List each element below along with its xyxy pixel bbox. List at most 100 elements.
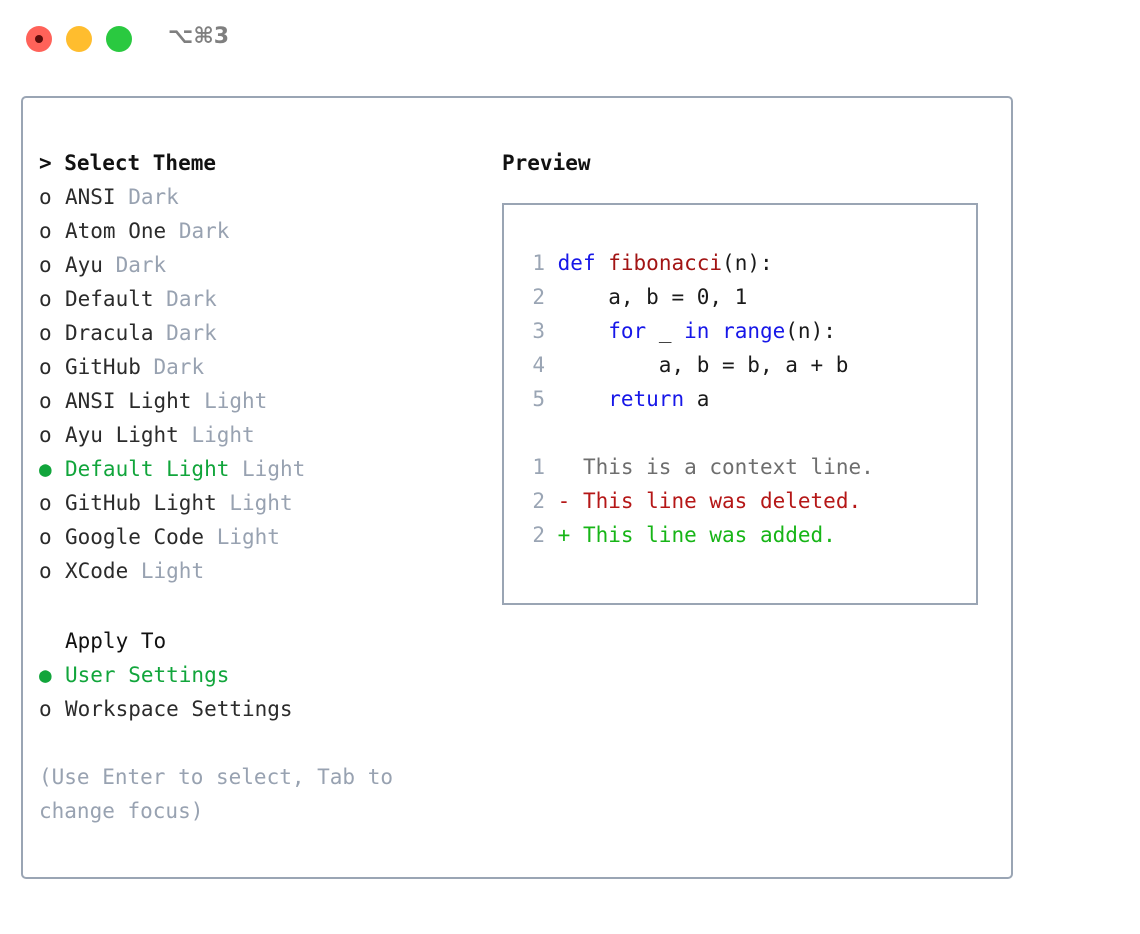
- apply-to-list[interactable]: ● User Settings o Workspace Settings: [39, 658, 469, 726]
- theme-name: ANSI: [65, 185, 116, 209]
- code-text: for _ in range(n):: [558, 319, 836, 343]
- code-line: 1 def fibonacci(n):: [517, 246, 874, 280]
- radio-unselected-icon: o: [39, 355, 52, 379]
- theme-name: Dracula: [65, 321, 154, 345]
- title-bar: ⌥⌘3: [0, 0, 1140, 78]
- diff-content: This line was deleted.: [582, 489, 862, 513]
- theme-category-label: Dark: [128, 185, 179, 209]
- theme-category-label: Dark: [153, 355, 205, 379]
- diff-content: This is a context line.: [582, 455, 874, 479]
- line-number: 5: [532, 387, 545, 411]
- code-line: 3 for _ in range(n):: [517, 314, 874, 348]
- theme-category-label: Dark: [115, 253, 167, 277]
- line-number: 1: [532, 455, 545, 479]
- code-token: def: [557, 251, 596, 275]
- theme-name: GitHub: [65, 355, 141, 379]
- theme-category-label: Dark: [178, 219, 230, 243]
- apply-to-label: Workspace Settings: [65, 697, 293, 721]
- theme-category-label: Light: [140, 559, 205, 583]
- radio-unselected-icon: o: [39, 185, 52, 209]
- code-token: _: [646, 319, 685, 343]
- code-token: return: [608, 387, 685, 411]
- preview-column: Preview 1 def fibonacci(n):2 a, b = 0, 1…: [502, 146, 992, 605]
- radio-unselected-icon: o: [39, 253, 52, 277]
- diff-content: This line was added.: [582, 523, 836, 547]
- keyboard-hint-text: (Use Enter to select, Tab to change focu…: [39, 765, 394, 823]
- code-text: a, b = b, a + b: [558, 353, 849, 377]
- code-line: 4 a, b = b, a + b: [517, 348, 874, 382]
- theme-list-item[interactable]: o Google Code Light: [39, 520, 469, 554]
- theme-category-label: Light: [204, 389, 268, 413]
- code-token: [558, 387, 609, 411]
- radio-unselected-icon: o: [39, 389, 52, 413]
- code-spacer: [517, 416, 874, 450]
- recording-indicator-icon: [35, 35, 43, 43]
- theme-category-label: Light: [216, 525, 280, 549]
- theme-list-item[interactable]: o GitHub Dark: [39, 350, 469, 384]
- theme-category-label: Light: [242, 457, 306, 481]
- apply-to-label: User Settings: [65, 663, 230, 687]
- radio-unselected-icon: o: [39, 219, 52, 243]
- diff-text: This is a context line.: [558, 455, 874, 479]
- code-line: 5 return a: [517, 382, 874, 416]
- line-number: 3: [532, 319, 545, 343]
- theme-category-label: Light: [191, 423, 255, 447]
- radio-selected-icon: ●: [39, 457, 52, 481]
- code-text: return a: [558, 387, 710, 411]
- theme-list-item[interactable]: o ANSI Dark: [39, 180, 469, 214]
- radio-selected-icon: ●: [39, 663, 52, 687]
- diff-text: + This line was added.: [558, 523, 836, 547]
- radio-unselected-icon: o: [39, 697, 52, 721]
- code-text: a, b = 0, 1: [557, 285, 748, 309]
- theme-name: Default: [65, 287, 154, 311]
- theme-name: GitHub Light: [65, 491, 217, 515]
- apply-to-item[interactable]: o Workspace Settings: [39, 692, 469, 726]
- radio-unselected-icon: o: [39, 525, 52, 549]
- minimize-window-button[interactable]: [66, 26, 92, 52]
- code-text: def fibonacci(n):: [558, 251, 773, 275]
- code-token: a: [684, 387, 710, 411]
- code-token: [709, 319, 722, 343]
- select-theme-header: > Select Theme: [39, 151, 217, 175]
- code-token: in: [684, 319, 710, 343]
- theme-name: Ayu: [65, 253, 103, 277]
- line-number: 1: [532, 251, 545, 275]
- code-token: a, b = 0, 1: [557, 285, 748, 309]
- maximize-window-button[interactable]: [106, 26, 132, 52]
- radio-unselected-icon: o: [39, 287, 52, 311]
- preview-title: Preview: [502, 151, 591, 175]
- theme-list-item[interactable]: o Ayu Dark: [39, 248, 469, 282]
- theme-list-item[interactable]: ●Default Light Light: [39, 452, 469, 486]
- code-token: [558, 319, 609, 343]
- radio-unselected-icon: o: [39, 423, 52, 447]
- diff-line: 1 This is a context line.: [517, 450, 874, 484]
- diff-line: 2 - This line was deleted.: [517, 484, 874, 518]
- theme-name: Google Code: [65, 525, 205, 549]
- line-number: 2: [532, 489, 545, 513]
- theme-list-item[interactable]: o Atom One Dark: [39, 214, 469, 248]
- code-token: for: [608, 319, 647, 343]
- diff-line: 2 + This line was added.: [517, 518, 874, 552]
- radio-unselected-icon: o: [39, 321, 52, 345]
- theme-list-item[interactable]: o Default Dark: [39, 282, 469, 316]
- theme-name: Atom One: [65, 219, 167, 243]
- diff-marker: [558, 455, 583, 479]
- theme-name: Ayu Light: [65, 423, 179, 447]
- apply-to-item[interactable]: ● User Settings: [39, 658, 469, 692]
- theme-category-label: Dark: [166, 287, 217, 311]
- code-token: (n):: [785, 319, 836, 343]
- keyboard-shortcut-label: ⌥⌘3: [168, 24, 230, 49]
- line-number: 2: [532, 523, 545, 547]
- radio-unselected-icon: o: [39, 491, 52, 515]
- code-token: [596, 251, 609, 275]
- code-line: 2 a, b = 0, 1: [517, 280, 874, 314]
- theme-list-item[interactable]: o Ayu Light Light: [39, 418, 469, 452]
